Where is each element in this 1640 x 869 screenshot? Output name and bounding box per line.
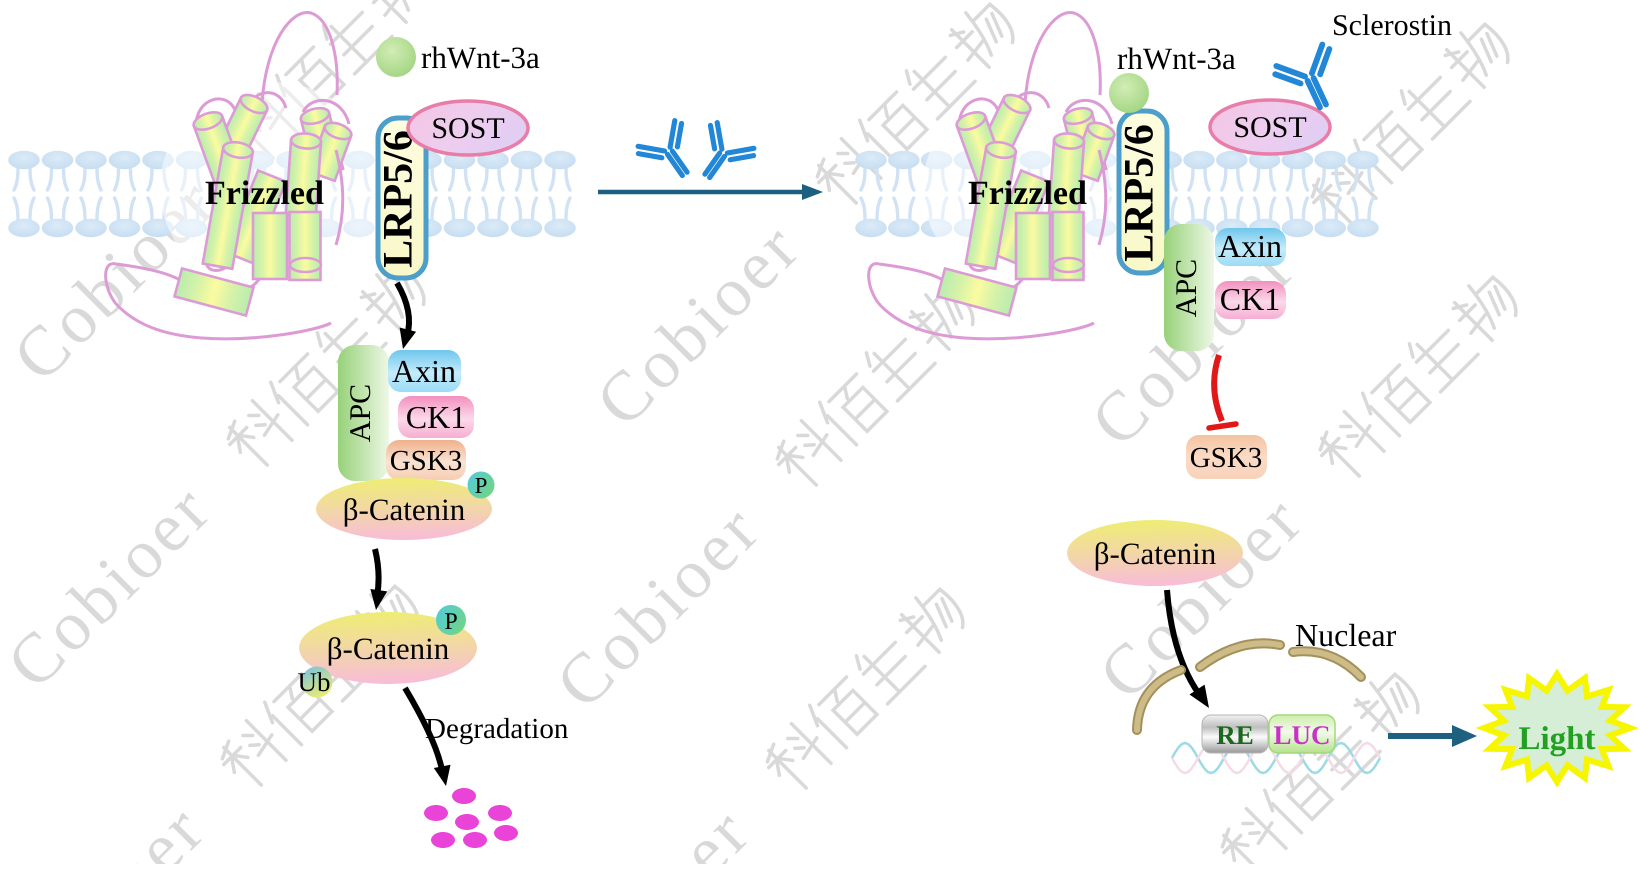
svg-text:APC: APC <box>344 384 377 442</box>
svg-text:CK1: CK1 <box>1220 281 1280 317</box>
svg-text:SOST: SOST <box>1233 111 1306 144</box>
svg-text:Frizzled: Frizzled <box>968 175 1087 212</box>
svg-text:LUC: LUC <box>1273 720 1330 750</box>
svg-text:P: P <box>444 609 457 635</box>
svg-text:Frizzled: Frizzled <box>205 175 324 212</box>
svg-text:CK1: CK1 <box>406 399 466 435</box>
svg-text:LRP5/6: LRP5/6 <box>376 130 422 268</box>
svg-text:Degradation: Degradation <box>425 713 569 745</box>
svg-text:GSK3: GSK3 <box>1190 442 1263 474</box>
svg-text:Axin: Axin <box>392 353 456 389</box>
svg-text:RE: RE <box>1216 720 1254 750</box>
svg-text:Axin: Axin <box>1218 228 1282 264</box>
svg-text:Sclerostin: Sclerostin <box>1332 9 1452 42</box>
svg-text:P: P <box>475 473 488 498</box>
svg-text:APC: APC <box>1170 259 1203 317</box>
svg-text:Ub: Ub <box>298 667 331 697</box>
svg-text:LRP5/6: LRP5/6 <box>1117 124 1163 262</box>
svg-text:Light: Light <box>1518 721 1595 757</box>
svg-text:rhWnt-3a: rhWnt-3a <box>421 40 540 75</box>
svg-text:β-Catenin: β-Catenin <box>327 631 450 666</box>
svg-text:β-Catenin: β-Catenin <box>343 492 466 527</box>
svg-text:β-Catenin: β-Catenin <box>1094 536 1217 571</box>
svg-text:SOST: SOST <box>431 112 504 145</box>
svg-text:GSK3: GSK3 <box>390 445 463 477</box>
svg-text:rhWnt-3a: rhWnt-3a <box>1117 41 1236 76</box>
